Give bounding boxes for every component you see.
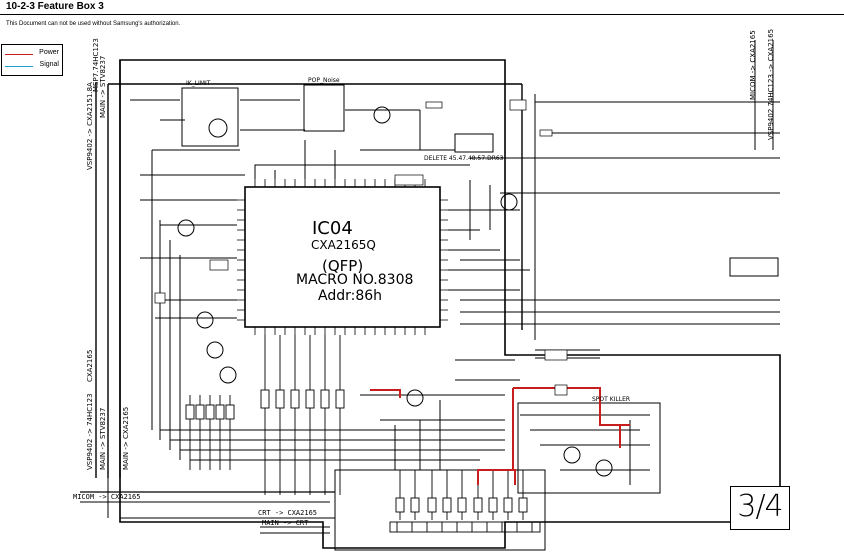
title-divider [0, 14, 844, 15]
ic-part-label: CXA2165Q [311, 238, 376, 252]
ik-limit-label: IK_LIMIT [186, 80, 211, 87]
hlabel-micom: MICOM -> CXA2165 [73, 493, 141, 501]
ic-macro-label: MACRO NO.8308 [296, 272, 414, 288]
vlabel-left-bottom-4: MAIN -> CXA2165 [122, 406, 130, 470]
vlabel-right-2: VSP9402 74HC123 -> CXA2165 [767, 28, 775, 140]
hlabel-main-crt: MAIN -> CRT [262, 519, 309, 527]
ic-package-label: (QFP) [322, 257, 364, 275]
vlabel-left-top-3: MAIN -> STV8237 [99, 55, 107, 118]
vlabel-left-top-1: VSP9402 -> CXA2151.8A [86, 82, 94, 170]
page-title: 10-2-3 Feature Box 3 [6, 1, 104, 12]
power-line-swatch [5, 54, 33, 55]
ic-address-label: Addr:86h [318, 288, 383, 304]
ic-ref-label: IC04 [312, 218, 353, 239]
spot-killer-label: SPOT KILLER [592, 396, 631, 403]
vlabel-left-bottom-2: MAIN -> STV8237 [99, 407, 107, 470]
legend-power-label: Power [39, 49, 59, 56]
vlabel-right-1: MICOM -> CXA2165 [749, 30, 757, 100]
legend-signal-label: Signal [39, 61, 59, 68]
delete-note: DELETE 45.47.48.57.DR63 [424, 155, 504, 162]
page-number: 3/4 [730, 486, 790, 530]
legend-power: Power [5, 49, 61, 59]
copyright-notice: This Document can not be used without Sa… [6, 21, 181, 27]
legend-signal: Signal [5, 61, 61, 71]
legend: Power Signal [1, 44, 63, 76]
pop-noise-label: POP_Noise [308, 77, 340, 84]
vlabel-left-bottom-3: CXA2165 [86, 349, 94, 382]
signal-line-swatch [5, 66, 33, 67]
vlabel-left-bottom-1: VSP9402 -> 74HC123 [86, 393, 94, 470]
hlabel-crt: CRT -> CXA2165 [258, 509, 318, 517]
